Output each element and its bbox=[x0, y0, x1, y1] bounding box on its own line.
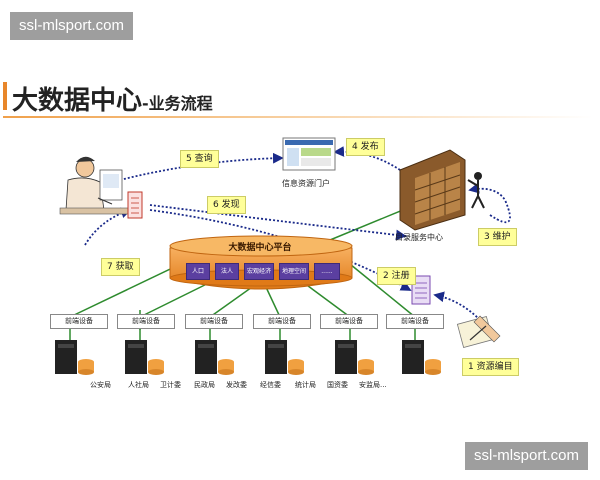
title-sub: -业务流程 bbox=[142, 94, 213, 113]
module-more: ...... bbox=[314, 263, 340, 280]
agency-statistics: 统计局 bbox=[295, 381, 316, 389]
agency-health: 卫计委 bbox=[160, 381, 181, 389]
server-unit bbox=[55, 340, 94, 375]
agency-state-assets: 国资委 bbox=[327, 381, 348, 389]
module-macro-economy: 宏观经济 bbox=[244, 263, 274, 280]
portal-label: 信息资源门户 bbox=[282, 179, 330, 188]
portal-screen bbox=[282, 137, 336, 171]
module-population: 人口 bbox=[186, 263, 210, 280]
server-unit bbox=[402, 340, 441, 375]
watermark-top: ssl-mlsport.com bbox=[10, 12, 134, 40]
frontend-server-ties bbox=[69, 327, 416, 340]
frontend-device-2: 前端设备 bbox=[117, 314, 175, 329]
step-5-box: 5 查询 bbox=[180, 150, 219, 168]
server-unit bbox=[195, 340, 234, 375]
frontend-device-3: 前端设备 bbox=[185, 314, 243, 329]
step-1-box: 1 资源编目 bbox=[462, 358, 519, 376]
module-legal-entity: 法人 bbox=[215, 263, 239, 280]
agency-public-security: 公安局 bbox=[90, 381, 111, 389]
step-2-box: 2 注册 bbox=[377, 267, 416, 285]
title-accent-bar bbox=[3, 82, 7, 110]
page-title: 大数据中心-业务流程 bbox=[12, 80, 213, 117]
agency-development-reform: 发改委 bbox=[226, 381, 247, 389]
step-4-box: 4 发布 bbox=[346, 138, 385, 156]
document-icon bbox=[127, 191, 143, 219]
frontend-device-6: 前端设备 bbox=[386, 314, 444, 329]
step-7-box: 7 获取 bbox=[101, 258, 140, 276]
register-form-icon bbox=[411, 275, 431, 305]
title-main: 大数据中心 bbox=[12, 86, 143, 116]
step-6-box: 6 发现 bbox=[207, 196, 246, 214]
catalog-center-label: 目录服务中心 bbox=[395, 233, 443, 242]
user-at-desk-illustration bbox=[59, 156, 131, 215]
frontend-device-5: 前端设备 bbox=[320, 314, 378, 329]
agency-work-safety: 安监局... bbox=[359, 381, 387, 389]
module-geospatial: 地理空间 bbox=[279, 263, 309, 280]
agency-economy-it: 经信委 bbox=[260, 381, 281, 389]
server-row bbox=[55, 340, 441, 375]
title-underline bbox=[3, 116, 593, 118]
platform-title: 大数据中心平台 bbox=[228, 243, 292, 253]
server-unit bbox=[335, 340, 374, 375]
agency-civil-affairs: 民政局 bbox=[194, 381, 215, 389]
server-unit bbox=[265, 340, 304, 375]
catalog-shelves-icon bbox=[399, 149, 485, 231]
agency-hr-social: 人社局 bbox=[128, 381, 149, 389]
frontend-device-4: 前端设备 bbox=[253, 314, 311, 329]
server-unit bbox=[125, 340, 164, 375]
cataloging-hand-icon bbox=[456, 315, 501, 348]
frontend-device-1: 前端设备 bbox=[50, 314, 108, 329]
step-3-box: 3 维护 bbox=[478, 228, 517, 246]
watermark-bottom: ssl-mlsport.com bbox=[464, 442, 588, 470]
